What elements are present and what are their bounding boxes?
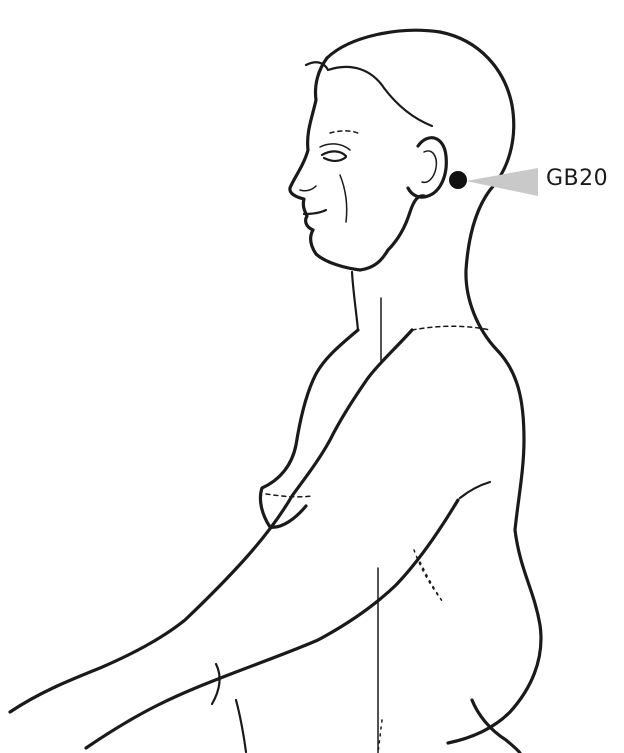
rib-marks-2 — [420, 562, 444, 604]
armpit-curve — [460, 482, 490, 498]
lower-back — [448, 530, 541, 743]
upper-arm-top — [10, 330, 412, 712]
neck-front — [352, 272, 358, 330]
elbow-detail — [212, 664, 219, 704]
face-profile — [290, 58, 388, 270]
ear-inner — [422, 151, 436, 182]
eye-lid — [320, 144, 350, 150]
jawline — [388, 196, 424, 250]
upper-arm-bottom — [86, 500, 458, 748]
ear — [408, 138, 446, 197]
eye — [322, 151, 346, 161]
brow-line — [330, 131, 360, 134]
cheek-line — [340, 175, 347, 222]
acupoint-label: GB20 — [546, 168, 608, 190]
forearm-line — [236, 700, 246, 752]
shoulder-contour — [412, 326, 490, 330]
acupoint-marker — [449, 171, 467, 189]
chest-crease — [266, 494, 312, 497]
chest-outline — [260, 330, 358, 527]
nostril — [300, 186, 316, 191]
hairline — [306, 62, 432, 126]
head-back-outline — [327, 30, 524, 530]
mouth — [304, 210, 326, 214]
